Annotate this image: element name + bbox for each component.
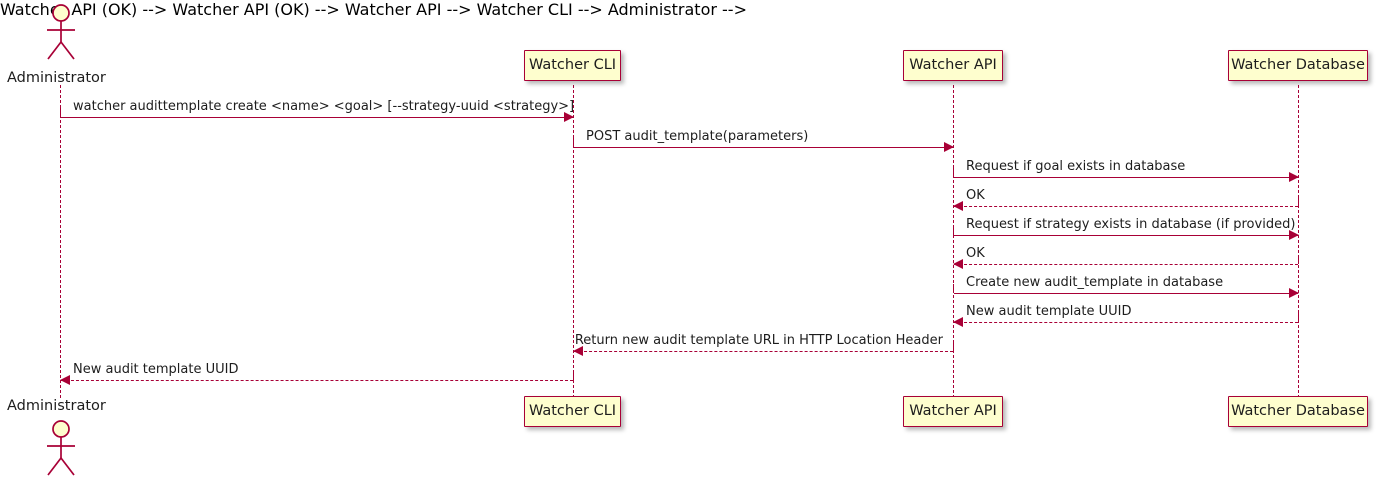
message-line-8 <box>954 322 1298 323</box>
message-label-1: watcher audittemplate create <name> <goa… <box>73 99 575 114</box>
participant-label-watcher-cli-top: Watcher CLI <box>528 57 617 74</box>
message-arrowhead-3 <box>1289 172 1299 182</box>
message-tick-4 <box>1298 197 1299 206</box>
lifeline-watcher-database <box>1298 85 1299 398</box>
message-tick-3 <box>953 168 954 177</box>
message-tick-8 <box>1298 313 1299 322</box>
message-label-10: New audit template UUID <box>73 362 239 377</box>
message-arrowhead-5 <box>1289 230 1299 240</box>
message-line-6 <box>954 264 1298 265</box>
message-label-9: Return new audit template URL in HTTP Lo… <box>574 333 943 348</box>
participant-box-watcher-database-top[interactable]: Watcher Database <box>1228 50 1368 81</box>
message-tick-2 <box>573 138 574 147</box>
message-tick-1 <box>60 108 61 117</box>
message-arrowhead-9 <box>573 346 583 356</box>
message-label-2: POST audit_template(parameters) <box>586 129 809 144</box>
actor-stick-figure-icon <box>47 420 75 476</box>
message-tick-9 <box>953 342 954 351</box>
participant-label-watcher-api-top: Watcher API <box>909 57 997 74</box>
message-tick-5 <box>953 226 954 235</box>
message-arrowhead-1 <box>564 112 574 122</box>
participant-box-watcher-database-bottom[interactable]: Watcher Database <box>1228 396 1368 427</box>
message-arrowhead-2 <box>944 142 954 152</box>
lifeline-watcher-cli <box>573 85 574 398</box>
participant-box-watcher-cli-bottom[interactable]: Watcher CLI <box>524 396 621 427</box>
message-label-3: Request if goal exists in database <box>966 159 1186 174</box>
message-arrowhead-4 <box>953 201 963 211</box>
message-line-10 <box>61 380 573 381</box>
message-label-4: OK <box>966 188 985 203</box>
message-tick-10 <box>573 371 574 380</box>
message-label-6: OK <box>966 246 985 261</box>
participant-label-watcher-database-bottom: Watcher Database <box>1231 403 1365 420</box>
actor-administrator-bottom <box>38 418 83 480</box>
lifeline-watcher-api <box>953 85 954 398</box>
actor-label-administrator-top: Administrator <box>7 70 106 86</box>
message-line-3 <box>954 177 1298 178</box>
message-arrowhead-8 <box>953 317 963 327</box>
participant-box-watcher-api-top[interactable]: Watcher API <box>903 50 1003 81</box>
participant-box-watcher-cli-top[interactable]: Watcher CLI <box>524 50 621 81</box>
message-label-8: New audit template UUID <box>966 304 1132 319</box>
actor-stick-figure-icon <box>47 4 75 60</box>
message-line-1 <box>61 117 573 118</box>
participant-label-watcher-cli-bottom: Watcher CLI <box>528 403 617 420</box>
participant-label-watcher-api-bottom: Watcher API <box>909 403 997 420</box>
lifeline-administrator <box>60 85 61 398</box>
participant-label-watcher-database-top: Watcher Database <box>1231 57 1365 74</box>
message-tick-7 <box>953 284 954 293</box>
message-line-9 <box>574 351 953 352</box>
message-line-7 <box>954 293 1298 294</box>
participant-box-watcher-api-bottom[interactable]: Watcher API <box>903 396 1003 427</box>
message-line-4 <box>954 206 1298 207</box>
message-tick-6 <box>1298 255 1299 264</box>
message-line-5 <box>954 235 1298 236</box>
message-arrowhead-6 <box>953 259 963 269</box>
actor-label-administrator-bottom: Administrator <box>7 398 106 414</box>
message-label-7: Create new audit_template in database <box>966 275 1224 290</box>
message-line-2 <box>574 147 953 148</box>
message-arrowhead-10 <box>60 375 70 385</box>
actor-administrator-top <box>38 2 83 64</box>
message-arrowhead-7 <box>1289 288 1299 298</box>
message-label-5: Request if strategy exists in database (… <box>966 217 1296 232</box>
